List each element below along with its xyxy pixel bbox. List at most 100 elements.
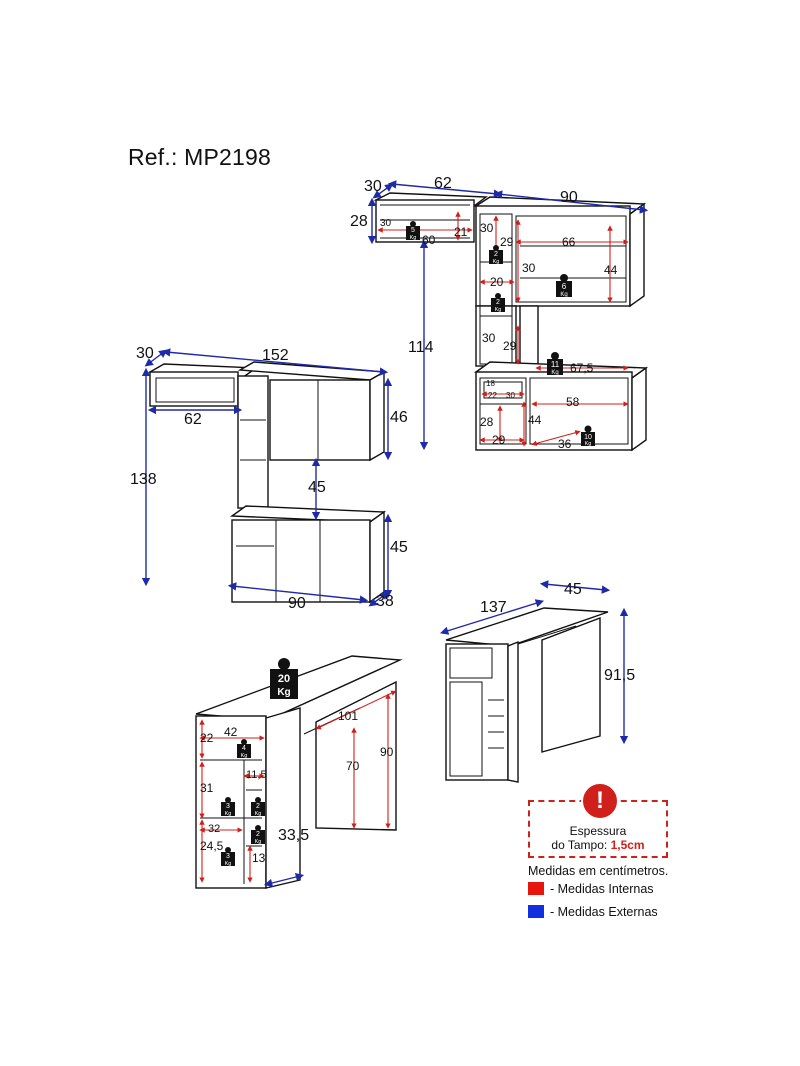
hutch-external-dims: 30 62 90 28 114: [350, 175, 649, 451]
notice-line1: Espessura: [569, 824, 627, 838]
kitchen-base-label: 90: [288, 595, 306, 612]
weight-unit: Kg: [255, 839, 262, 845]
desk-left-dims: 101 90 70 42 22 11,5 31 32 24,5 13 33,5: [199, 690, 397, 888]
legend-title: Medidas em centímetros.: [528, 864, 669, 878]
desk-int-g: 31: [200, 781, 214, 795]
desk-right-dims: 137 45 91,5: [439, 580, 635, 745]
desk-int-f: 11,5: [246, 769, 267, 781]
kitchen-lower-label: 45: [390, 539, 408, 556]
desk-int-i: 24,5: [200, 839, 224, 853]
weight-2: 2: [494, 251, 498, 258]
reference-code: Ref.: MP2198: [128, 144, 272, 170]
hutch-width-right-label: 90: [560, 189, 578, 206]
weight-3b: 3: [226, 853, 230, 860]
weight-2b: 2: [496, 299, 500, 306]
hutch-width-left-label: 62: [434, 175, 452, 192]
kitchen-upper-label: 46: [390, 409, 408, 426]
weight-5: 5: [411, 227, 415, 234]
kitchen-height-label: 138: [130, 471, 157, 488]
int-dim-c: 21: [454, 225, 468, 239]
weight-unit: Kg: [493, 259, 500, 265]
int-dim-l: 67,5: [570, 361, 594, 375]
weight-badge-3kg-b-icon: 3 Kg: [221, 847, 235, 867]
hutch-depth-label: 30: [364, 178, 382, 195]
weight-unit: Kg: [255, 811, 262, 817]
desk-right-depth-label: 45: [564, 581, 582, 598]
weight-10: 10: [584, 434, 592, 441]
int-dim-j: 30: [482, 331, 496, 345]
weight-6: 6: [562, 282, 567, 291]
notice-value: 1,5cm: [610, 838, 645, 852]
weight-badge-2kg-icon: 2 Kg: [489, 245, 503, 265]
int-dim-o: 58: [566, 395, 580, 409]
int-dim-b: 60: [422, 233, 436, 247]
desk-int-j: 13: [252, 851, 266, 865]
desk-int-e: 22: [200, 731, 214, 745]
int-dim-g: 44: [604, 263, 618, 277]
legend-internal-label: - Medidas Internas: [550, 882, 654, 896]
weight-unit: Kg: [241, 753, 248, 759]
kitchen-unit: [147, 361, 387, 604]
weight-3: 3: [226, 803, 230, 810]
hutch-weights: 5 Kg 2 Kg 6 Kg 2 Kg 11 Kg 10 Kg: [406, 221, 595, 447]
int-dim-m: 22: [488, 391, 497, 400]
weight-unit: Kg: [277, 687, 290, 698]
weight-badge-2kg-c-icon: 2 Kg: [251, 797, 265, 817]
weight-badge-11kg-icon: 11 Kg: [547, 352, 563, 376]
weight-unit: Kg: [560, 292, 567, 298]
desk-right-height-label: 91,5: [604, 667, 635, 684]
int-dim-k: 29: [503, 339, 517, 353]
weight-unit: Kg: [225, 811, 232, 817]
weight-unit: Kg: [225, 861, 232, 867]
int-dim-s: 36: [558, 437, 572, 451]
desk-int-a: 101: [338, 709, 358, 723]
red-swatch-icon: [528, 882, 544, 895]
int-dim-f: 66: [562, 235, 576, 249]
weight-unit: Kg: [495, 307, 502, 313]
kitchen-gap-label: 45: [308, 479, 326, 496]
weight-badge-3kg-icon: 3 Kg: [221, 797, 235, 817]
weight-badge-6kg-icon: 6 Kg: [556, 274, 572, 298]
kitchen-shelf-label: 62: [184, 411, 202, 428]
hutch-internal-dims: 30 60 21 30 29 66 44 20 30 30 29 67,5 22…: [377, 211, 629, 451]
hutch-gap-label: 114: [408, 339, 434, 356]
weight-2d: 2: [256, 831, 260, 838]
weight-2c: 2: [256, 803, 260, 810]
desk-side-label: 33,5: [278, 827, 309, 844]
kitchen-dims: 30 152 62 138 46 45 45 90 38: [130, 345, 408, 612]
kitchen-depth-label: 30: [136, 345, 154, 362]
weight-badge-4kg-icon: 4 Kg: [237, 739, 251, 759]
legend-external-label: - Medidas Externas: [550, 905, 658, 919]
int-dim-e: 29: [500, 235, 514, 249]
desk-int-h: 32: [208, 823, 220, 835]
int-dim-t: 18: [486, 379, 495, 388]
int-dim-i: 30: [522, 261, 536, 275]
int-dim-r: 29: [492, 433, 506, 447]
blue-swatch-icon: [528, 905, 544, 918]
weight-badge-2kg-d-icon: 2 Kg: [251, 825, 265, 845]
weight-4: 4: [242, 745, 246, 752]
desk-int-c: 70: [346, 759, 360, 773]
desk-left-weights: 20 Kg 4 Kg 3 Kg 2 Kg 2 Kg 3 Kg: [221, 658, 298, 867]
int-dim-p: 28: [480, 415, 494, 429]
weight-20: 20: [278, 673, 290, 685]
desk-right-width-label: 137: [480, 599, 507, 616]
int-dim-a: 30: [380, 218, 392, 229]
kitchen-width-label: 152: [262, 347, 289, 364]
desk-int-b: 90: [380, 745, 394, 759]
desk-right: [445, 607, 609, 783]
notice-line2: do Tampo:: [551, 838, 611, 852]
int-dim-h: 20: [490, 275, 504, 289]
weight-unit: Kg: [551, 370, 558, 376]
int-dim-n: 30: [506, 391, 515, 400]
hutch-height-label: 28: [350, 213, 368, 230]
warning-icon: !: [581, 782, 619, 820]
kitchen-base-depth-label: 38: [376, 593, 394, 610]
weight-11: 11: [551, 360, 560, 369]
weight-badge-20kg-icon: 20 Kg: [270, 658, 298, 699]
legend-external: - Medidas Externas: [528, 905, 658, 919]
legend-internal: - Medidas Internas: [528, 882, 654, 896]
weight-badge-5kg-icon: 5 Kg: [406, 221, 420, 241]
weight-unit: Kg: [410, 235, 417, 241]
